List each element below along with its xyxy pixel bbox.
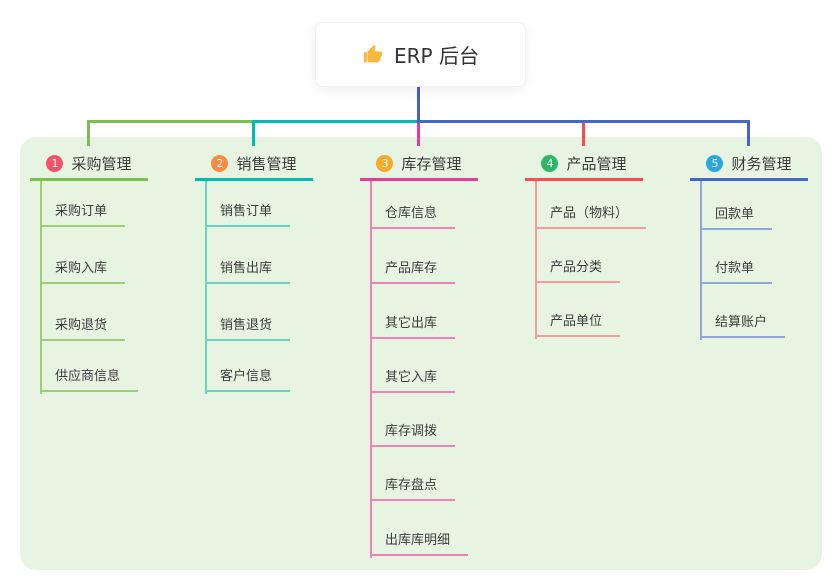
child-node-receipt-order[interactable]: 回款单 <box>700 201 773 230</box>
branch-label: 销售管理 <box>236 154 297 173</box>
child-label: 产品分类 <box>550 260 603 275</box>
branch-label: 库存管理 <box>401 154 462 173</box>
branch-label: 产品管理 <box>566 154 627 173</box>
child-node-sales-outbound[interactable]: 销售出库 <box>205 255 291 284</box>
child-node-purchase-return[interactable]: 采购退货 <box>40 312 126 341</box>
mindmap-background-panel <box>20 137 822 570</box>
child-node-settlement-account[interactable]: 结算账户 <box>700 309 786 338</box>
child-node-product-unit[interactable]: 产品单位 <box>535 308 621 337</box>
branch-badge-1: 1 <box>46 154 64 172</box>
child-node-stock-transfer[interactable]: 库存调拨 <box>370 418 456 447</box>
child-label: 结算账户 <box>715 315 768 330</box>
child-label: 出库库明细 <box>385 533 451 548</box>
child-label: 供应商信息 <box>55 369 121 384</box>
branch-badge-3: 3 <box>376 154 394 172</box>
child-label: 销售退货 <box>220 318 273 333</box>
child-label: 产品库存 <box>385 261 438 276</box>
child-label: 付款单 <box>715 261 755 276</box>
child-node-stock-count[interactable]: 库存盘点 <box>370 472 456 501</box>
child-label: 销售出库 <box>220 261 273 276</box>
branch-badge-2: 2 <box>211 154 229 172</box>
branch-node-sales[interactable]: 2 销售管理 <box>195 148 313 181</box>
branch2-trunk-line <box>205 181 207 394</box>
child-label: 采购退货 <box>55 318 108 333</box>
child-label: 仓库信息 <box>385 206 438 221</box>
branch-label: 采购管理 <box>71 154 132 173</box>
root-node-erp[interactable]: ERP 后台 <box>315 22 526 87</box>
child-label: 回款单 <box>715 207 755 222</box>
child-node-other-outbound[interactable]: 其它出库 <box>370 310 456 339</box>
branch-node-purchase[interactable]: 1 采购管理 <box>30 148 148 181</box>
connector-drop-branch4 <box>582 123 585 146</box>
connector-drop-branch5 <box>747 120 750 146</box>
child-label: 产品（物料） <box>550 206 629 221</box>
child-label: 客户信息 <box>220 369 273 384</box>
child-node-product-material[interactable]: 产品（物料） <box>535 200 647 229</box>
connector-drop-branch3 <box>417 123 420 146</box>
child-label: 采购订单 <box>55 204 108 219</box>
connector-root-drop <box>417 85 420 123</box>
child-label: 其它入库 <box>385 370 438 385</box>
child-label: 库存盘点 <box>385 478 438 493</box>
child-label: 采购入库 <box>55 261 108 276</box>
child-node-supplier-info[interactable]: 供应商信息 <box>40 363 139 392</box>
connector-drop-branch1 <box>87 120 90 146</box>
child-node-payment-order[interactable]: 付款单 <box>700 255 773 284</box>
branch-node-product[interactable]: 4 产品管理 <box>525 148 643 181</box>
child-node-warehouse-info[interactable]: 仓库信息 <box>370 200 456 229</box>
child-node-other-inbound[interactable]: 其它入库 <box>370 364 456 393</box>
child-node-customer-info[interactable]: 客户信息 <box>205 363 291 392</box>
child-node-outbound-detail[interactable]: 出库库明细 <box>370 527 469 556</box>
branch4-trunk-line <box>535 181 537 339</box>
child-node-purchase-order[interactable]: 采购订单 <box>40 198 126 227</box>
branch-badge-5: 5 <box>706 154 724 172</box>
child-node-sales-return[interactable]: 销售退货 <box>205 312 291 341</box>
branch-node-inventory[interactable]: 3 库存管理 <box>360 148 478 181</box>
child-node-purchase-inbound[interactable]: 采购入库 <box>40 255 126 284</box>
branch-badge-4: 4 <box>541 154 559 172</box>
branch1-trunk-line <box>40 181 42 394</box>
thumbs-up-icon <box>363 44 383 62</box>
root-node-label: ERP 后台 <box>394 44 479 68</box>
child-node-product-category[interactable]: 产品分类 <box>535 254 621 283</box>
connector-drop-branch2 <box>252 120 255 146</box>
child-label: 库存调拨 <box>385 424 438 439</box>
branch-label: 财务管理 <box>731 154 792 173</box>
connector-bus-green-h <box>87 120 253 123</box>
branch5-trunk-line <box>700 181 702 340</box>
branch3-trunk-line <box>370 181 372 558</box>
branch-node-finance[interactable]: 5 财务管理 <box>690 148 808 181</box>
connector-bus-blue-h <box>417 120 750 123</box>
child-node-product-stock[interactable]: 产品库存 <box>370 255 456 284</box>
connector-bus-teal-h <box>252 120 418 123</box>
child-label: 其它出库 <box>385 316 438 331</box>
child-label: 销售订单 <box>220 204 273 219</box>
child-label: 产品单位 <box>550 314 603 329</box>
child-node-sales-order[interactable]: 销售订单 <box>205 198 291 227</box>
